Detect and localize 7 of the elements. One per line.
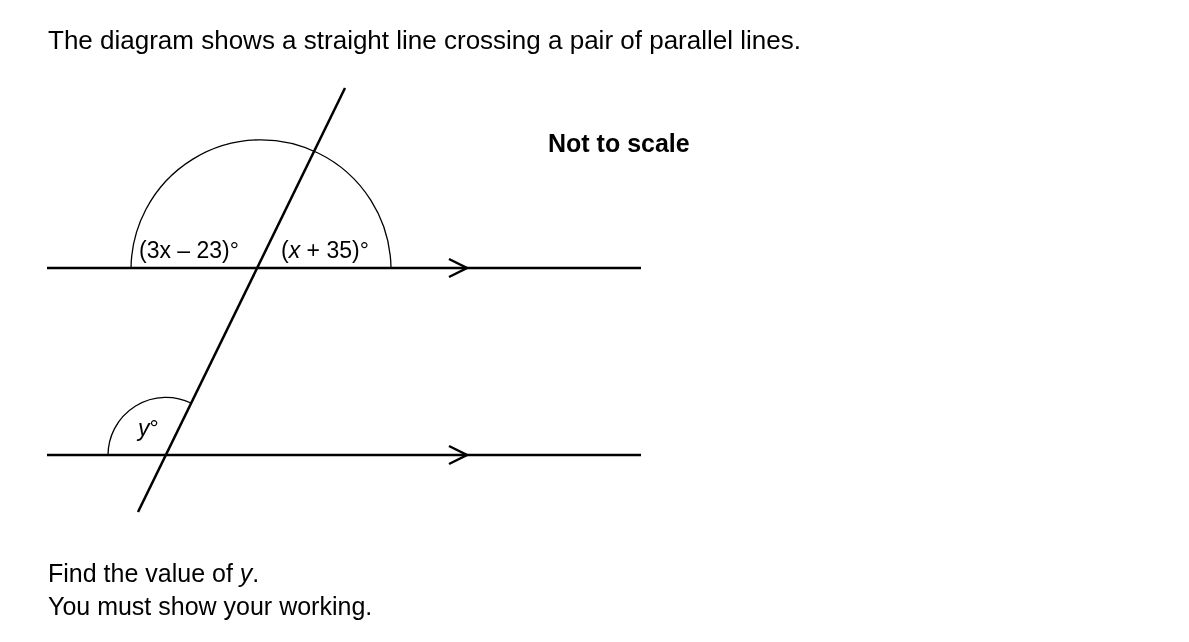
question-text: You must show your working. [48,591,373,622]
angle-label: y° [138,414,159,443]
question-text: Find the value of y. [48,558,260,589]
note-text: Not to scale [548,128,690,159]
angle-label: (3x – 23)° [139,236,239,265]
title: The diagram shows a straight line crossing a pair of parallel lines. [48,24,801,57]
angle-label: (x + 35)° [281,236,369,265]
